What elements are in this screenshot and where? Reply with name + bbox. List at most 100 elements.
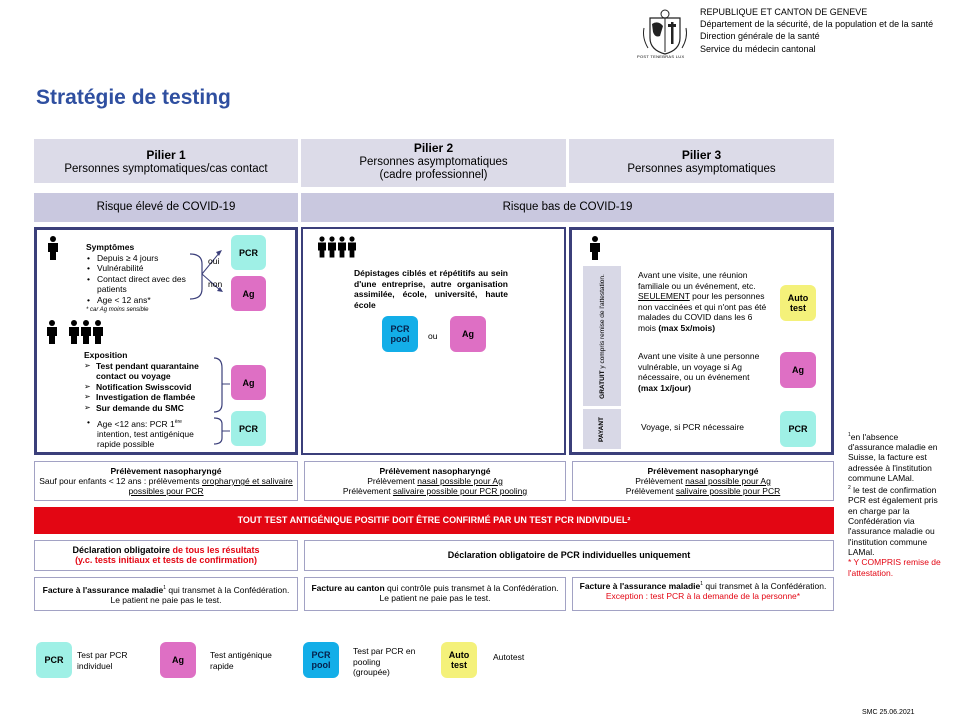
text-part: Avant une visite, une réunion familiale … (638, 270, 756, 291)
pillar-name: Pilier 2 (413, 141, 454, 155)
legend-pool-swatch: PCR pool (303, 642, 339, 678)
text-part: qui contrôle puis transmet à la Confédér… (379, 583, 559, 603)
pillar-desc: (cadre professionnel) (379, 169, 488, 181)
payant-label: PAYANT (598, 416, 606, 442)
header-line: REPUBLIQUE ET CANTON DE GENEVE (700, 7, 868, 17)
gratuit-side-label: GRATUIT y compris remise de l'attestatio… (583, 266, 621, 406)
p3-text-3: Voyage, si PCR nécessaire (641, 422, 744, 432)
billing-box-1: Facture à l'assurance maladie1 qui trans… (34, 577, 298, 611)
legend-ag-swatch: Ag (160, 642, 196, 678)
text-part: Exception : test PCR à la demande de la … (605, 590, 801, 601)
pillar-desc: Personnes asymptomatiques (627, 163, 776, 175)
oui-label: oui (208, 256, 220, 266)
text-part: Avant une visite à une personne vulnérab… (638, 351, 760, 382)
text-part: le test de confirmation PCR est égalemen… (848, 485, 938, 557)
list-item: Sur demande du SMC (84, 403, 214, 414)
legend-pool-desc: Test par PCR en pooling (groupée) (353, 646, 416, 677)
text-part: nasal possible pour Ag (685, 476, 771, 486)
ag-badge: Ag (450, 316, 486, 352)
footnotes: 1en l'absence d'assurance maladie en Sui… (848, 430, 946, 578)
text-part: Prélèvement (635, 476, 686, 486)
footnote-3: * Y COMPRIS remise de l'attestation. (848, 557, 941, 578)
text-part: de tous les résultats (172, 545, 260, 555)
gratuit-note: y compris remise de l'attestation. (598, 273, 606, 370)
gratuit-label: GRATUIT (598, 369, 606, 399)
legend-auto-swatch: Auto test (441, 642, 477, 678)
text-part: oropharyngé et salivaire possibles pour … (128, 476, 293, 496)
list-item: Notification Swisscovid (84, 382, 214, 393)
age-sup: ère (174, 419, 182, 425)
header-line: Service du médecin cantonal (700, 43, 816, 54)
risk-low-band: Risque bas de COVID-19 (301, 193, 834, 222)
legend-pcr-swatch: PCR (36, 642, 72, 678)
text-part: qui transmet à la Confédération. Le pati… (110, 584, 290, 605)
payant-side-label: PAYANT (583, 409, 621, 449)
text-part: pour les personnes non vaccinées et qui … (638, 291, 767, 333)
list-item: Depuis ≥ 4 jours (86, 253, 188, 264)
autotest-badge: Auto test (780, 285, 816, 321)
text-part: (max 1x/jour) (638, 382, 691, 393)
legend-auto-desc: Autotest (493, 652, 525, 662)
pillar-desc: Personnes asymptomatiques (359, 156, 508, 168)
exposure-brackets (213, 357, 230, 445)
age-text: intention, test antigénique rapide possi… (97, 428, 194, 449)
decision-arrows (190, 250, 223, 300)
person-icon (48, 236, 58, 260)
text-part: Déclaration obligatoire (72, 545, 173, 555)
ag-badge: Ag (780, 352, 816, 388)
text-part: Facture au canton (311, 583, 385, 593)
text-part: (max 5x/mois) (658, 322, 716, 333)
text-part: salivaire possible pour PCR (675, 486, 781, 496)
text-part: Sauf pour enfants < 12 ans : prélèvement… (39, 476, 203, 486)
document-stamp: SMC 25.06.2021 (862, 709, 915, 716)
text-part: 1 (163, 585, 167, 591)
list-item: Age < 12 ans* (86, 295, 188, 306)
text-part: 1 (700, 581, 704, 587)
geneva-crest-logo (643, 9, 687, 55)
pillar-desc: Personnes symptomatiques/cas contact (64, 163, 268, 175)
text-part: nasal possible pour Ag (417, 476, 503, 486)
sampling-title: Prélèvement nasopharyngé (379, 466, 491, 476)
pillar-name: Pilier 1 (146, 148, 186, 162)
or-label: ou (428, 331, 438, 341)
sampling-box-2: Prélèvement nasopharyngé Prélèvement nas… (304, 461, 566, 501)
sampling-box-3: Prélèvement nasopharyngé Prélèvement nas… (572, 461, 834, 501)
pillar-3-header: Pilier 3 Personnes asymptomatiques (569, 139, 834, 183)
list-item: Vulnérabilité (86, 263, 188, 274)
exposure-title: Exposition (84, 350, 128, 360)
text-part: Facture à l'assurance maladie (42, 584, 164, 595)
pcr-badge: PCR (780, 411, 816, 447)
non-label: non (208, 279, 223, 289)
group-people-icon (47, 320, 103, 344)
pillar-name: Pilier 3 (681, 148, 722, 162)
list-item: Investigation de flambée (84, 392, 214, 403)
footnote-2: 2 le test de confirmation PCR est égalem… (848, 485, 938, 557)
text-part: Prélèvement (625, 486, 676, 496)
text-part: SEULEMENT (638, 291, 690, 301)
text-part: qui transmet à la Confédération. (703, 580, 827, 591)
ag-badge: Ag (231, 365, 266, 400)
header-line: Direction générale de la santé (700, 31, 820, 42)
declaration-box-2: Déclaration obligatoire de PCR individue… (304, 540, 834, 571)
symptoms-note: * car Ag moins sensible (86, 307, 149, 313)
institution-header: REPUBLIQUE ET CANTON DE GENEVE Départeme… (700, 6, 933, 55)
antigen-confirmation-banner: TOUT TEST ANTIGÉNIQUE POSITIF DOIT ÊTRE … (34, 507, 834, 534)
footnote-1: 1en l'absence d'assurance maladie en Sui… (848, 431, 938, 484)
exposure-block: Exposition Test pendant quarantaine cont… (84, 350, 214, 413)
declaration-box-1: Déclaration obligatoire de tous les résu… (34, 540, 298, 571)
ag-badge: Ag (231, 276, 266, 311)
age-note: •Age <12 ans: PCR 1ère intention, test a… (87, 417, 194, 449)
person-icon (590, 236, 600, 260)
billing-box-2: Facture au canton qui contrôle puis tran… (304, 577, 566, 611)
list-item: Test pendant quarantaine contact ou voya… (84, 361, 214, 382)
text-part: Prélèvement (342, 486, 393, 496)
symptoms-title: Symptômes (86, 242, 135, 252)
sampling-title: Prélèvement nasopharyngé (647, 466, 759, 476)
pillar-2-header: Pilier 2 Personnes asymptomatiques (cadr… (301, 139, 566, 187)
billing-box-3: Facture à l'assurance maladie1 qui trans… (572, 577, 834, 611)
p2-screening-text: Dépistages ciblés et répétitifs au sein … (354, 268, 508, 310)
pillar-2-panel (301, 227, 566, 455)
text-part: (y.c. tests initiaux et tests de confirm… (75, 555, 257, 565)
symptoms-block: Symptômes Depuis ≥ 4 jours Vulnérabilité… (86, 242, 188, 316)
group-people-icon (318, 236, 356, 258)
